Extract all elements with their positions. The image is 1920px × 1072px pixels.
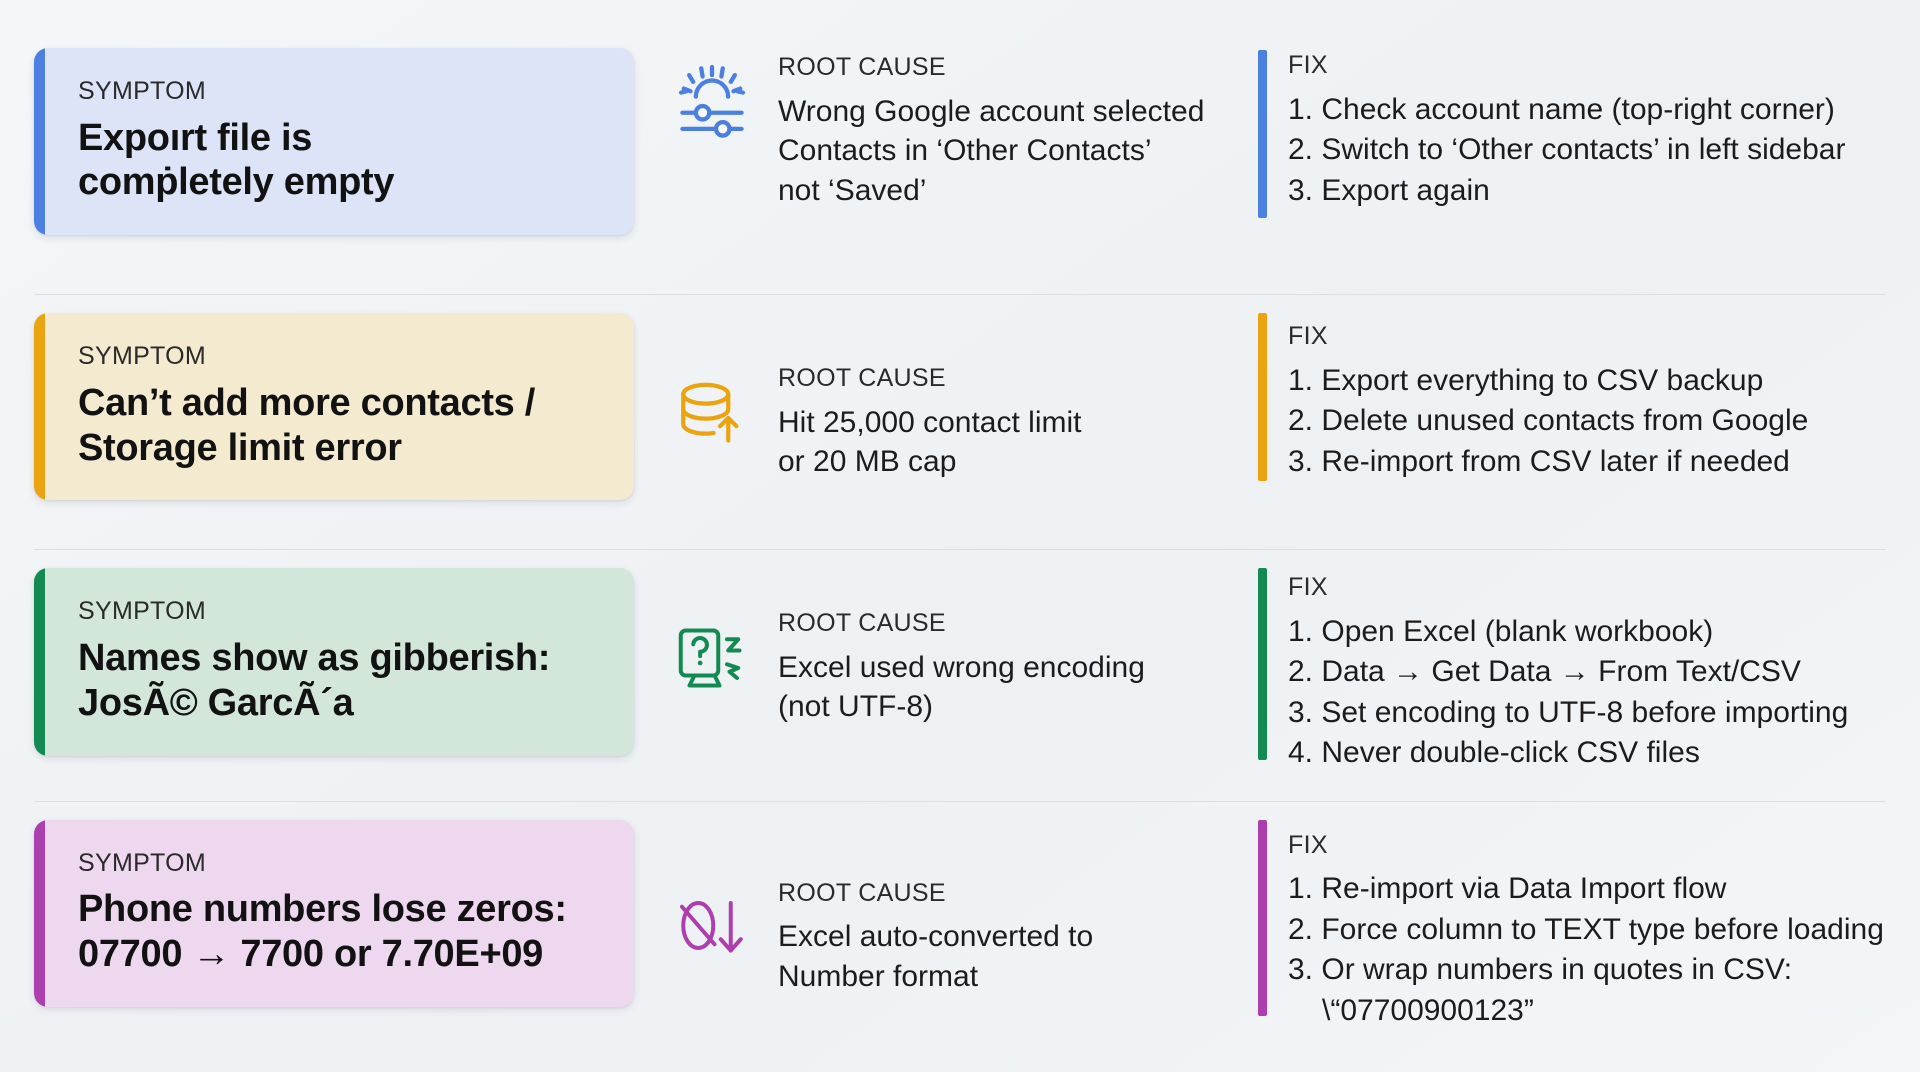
fix-step: 3. Or wrap numbers in quotes in CSV: \“0… [1288, 950, 1886, 1031]
fix-step-list: 1. Export everything to CSV backup 2. De… [1288, 361, 1886, 483]
symptom-title: Names show as gibberish: JosÃ© GarcÃ´a [78, 636, 600, 726]
issue-row-export-empty: SYMPTOM Expoırt file is comṗletely empty [34, 30, 1886, 294]
symptom-title-line: Can’t add more contacts / [78, 381, 536, 424]
root-cause-text-block: ROOT CAUSE Hit 25,000 contact limit or 2… [764, 361, 1081, 482]
fix-kicker: FIX [1288, 51, 1328, 79]
issue-row-phone-zeros: SYMPTOM Phone numbers lose zeros: 07700 … [34, 800, 1886, 1052]
symptom-kicker: SYMPTOM [78, 848, 207, 877]
database-upload-icon [660, 361, 764, 465]
fix-step: 3. Export again [1288, 173, 1490, 207]
root-cause-kicker: ROOT CAUSE [778, 609, 946, 638]
fix-step: 3. Set encoding to UTF-8 before importin… [1288, 695, 1849, 729]
root-cause-body: Wrong Google account selected Contacts i… [778, 92, 1204, 211]
fix-step: 2. Data → Get Data → From Text/CSV [1288, 655, 1801, 689]
symptom-kicker: SYMPTOM [78, 342, 207, 371]
unknown-character-icon [660, 606, 764, 710]
fix-kicker: FIX [1288, 322, 1328, 351]
fix-step: 2. Delete unused contacts from Google [1288, 404, 1809, 438]
root-cause-kicker: ROOT CAUSE [778, 53, 946, 81]
root-cause-kicker: ROOT CAUSE [778, 364, 946, 393]
symptom-card: SYMPTOM Can’t add more contacts / Storag… [34, 313, 634, 501]
fix-step: 3. Re-import from CSV later if needed [1288, 444, 1790, 478]
symptom-title-line: comṗletely empty [78, 161, 395, 204]
root-cause-kicker: ROOT CAUSE [778, 878, 946, 907]
root-cause-column: ROOT CAUSE Wrong Google account selected… [634, 48, 1244, 210]
fix-accent-bar [1258, 568, 1267, 761]
fix-step-list: 1. Re-import via Data Import flow 2. For… [1288, 869, 1886, 1031]
root-cause-line: Hit 25,000 contact limit [778, 405, 1082, 439]
fix-step: 1. Open Excel (blank workbook) [1288, 614, 1714, 648]
fix-kicker: FIX [1288, 830, 1328, 859]
fix-column: FIX 1. Check account name (top-right cor… [1258, 48, 1886, 218]
fix-column: FIX 1. Re-import via Data Import flow 2.… [1258, 819, 1886, 1032]
fix-kicker: FIX [1288, 573, 1328, 602]
symptom-kicker: SYMPTOM [78, 597, 207, 626]
issue-row-encoding-gibberish: SYMPTOM Names show as gibberish: JosÃ© G… [34, 549, 1886, 800]
root-cause-line: Excel used wrong encoding [778, 650, 1145, 684]
root-cause-line: Excel auto-converted to [778, 920, 1094, 954]
issue-row-storage-limit: SYMPTOM Can’t add more contacts / Storag… [34, 294, 1886, 549]
root-cause-body: Hit 25,000 contact limit or 20 MB cap [778, 403, 1081, 482]
fix-step: 1. Re-import via Data Import flow [1288, 872, 1727, 906]
symptom-title-line: 07700 → 7700 or 7.70E+09 [78, 933, 543, 975]
symptom-title-line: Names show as gibberish: [78, 636, 551, 679]
symptom-title-line: Expoırt file is [78, 116, 313, 159]
root-cause-column: ROOT CAUSE Excel auto-converted to Numbe… [634, 820, 1244, 997]
root-cause-text-block: ROOT CAUSE Excel auto-converted to Numbe… [764, 876, 1093, 997]
symptom-title-line: Phone numbers lose zeros: [78, 888, 567, 931]
fix-step-continuation: \“07700900123” [1322, 993, 1534, 1027]
symptom-title: Can’t add more contacts / Storage limit … [78, 381, 600, 471]
fix-accent-bar [1258, 819, 1267, 1016]
symptom-title-line: Storage limit error [78, 426, 402, 469]
fix-step-list: 1. Open Excel (blank workbook) 2. Data →… [1288, 612, 1886, 774]
root-cause-line: or 20 MB cap [778, 445, 957, 479]
fix-column: FIX 1. Open Excel (blank workbook) 2. Da… [1258, 568, 1886, 774]
fix-step: 2. Switch to ‘Other contacts’ in left si… [1288, 133, 1846, 166]
settings-sliders-icon [660, 50, 764, 154]
zero-dropped-down-arrow-icon [660, 876, 764, 980]
root-cause-text-block: ROOT CAUSE Wrong Google account selected… [764, 50, 1204, 210]
fix-step: 4. Never double-click CSV files [1288, 736, 1700, 770]
fix-step-list: 1. Check account name (top-right corner)… [1288, 90, 1886, 212]
root-cause-line: Number format [778, 959, 979, 993]
root-cause-column: ROOT CAUSE Hit 25,000 contact limit or 2… [634, 313, 1244, 482]
symptom-kicker: SYMPTOM [78, 77, 207, 105]
root-cause-line: Wrong Google account selected [778, 94, 1205, 128]
fix-accent-bar [1258, 313, 1267, 482]
symptom-card: SYMPTOM Names show as gibberish: JosÃ© G… [34, 568, 634, 756]
symptom-card: SYMPTOM Phone numbers lose zeros: 07700 … [34, 819, 634, 1007]
symptom-card: SYMPTOM Expoırt file is comṗletely empty [34, 48, 634, 236]
root-cause-body: Excel used wrong encoding (not UTF-8) [778, 648, 1145, 727]
root-cause-line: Contacts in ‘Other Contacts’ [778, 134, 1152, 168]
fix-column: FIX 1. Export everything to CSV backup 2… [1258, 313, 1886, 482]
symptom-title: Phone numbers lose zeros: 07700 → 7700 o… [78, 887, 600, 977]
root-cause-body: Excel auto-converted to Number format [778, 917, 1093, 996]
root-cause-line: (not UTF-8) [778, 690, 934, 724]
symptom-title-line: JosÃ© GarcÃ´a [78, 681, 354, 724]
fix-step: 1. Check account name (top-right corner) [1288, 92, 1835, 126]
root-cause-line: not ‘Saved’ [778, 173, 927, 207]
root-cause-column: ROOT CAUSE Excel used wrong encoding (no… [634, 568, 1244, 727]
fix-step-text: 3. Or wrap numbers in quotes in CSV: [1288, 953, 1793, 987]
fix-accent-bar [1258, 50, 1267, 218]
symptom-title: Expoırt file is comṗletely empty [78, 116, 600, 206]
fix-step: 1. Export everything to CSV backup [1288, 363, 1764, 397]
root-cause-text-block: ROOT CAUSE Excel used wrong encoding (no… [764, 606, 1145, 727]
fix-step: 2. Force column to TEXT type before load… [1288, 912, 1884, 946]
